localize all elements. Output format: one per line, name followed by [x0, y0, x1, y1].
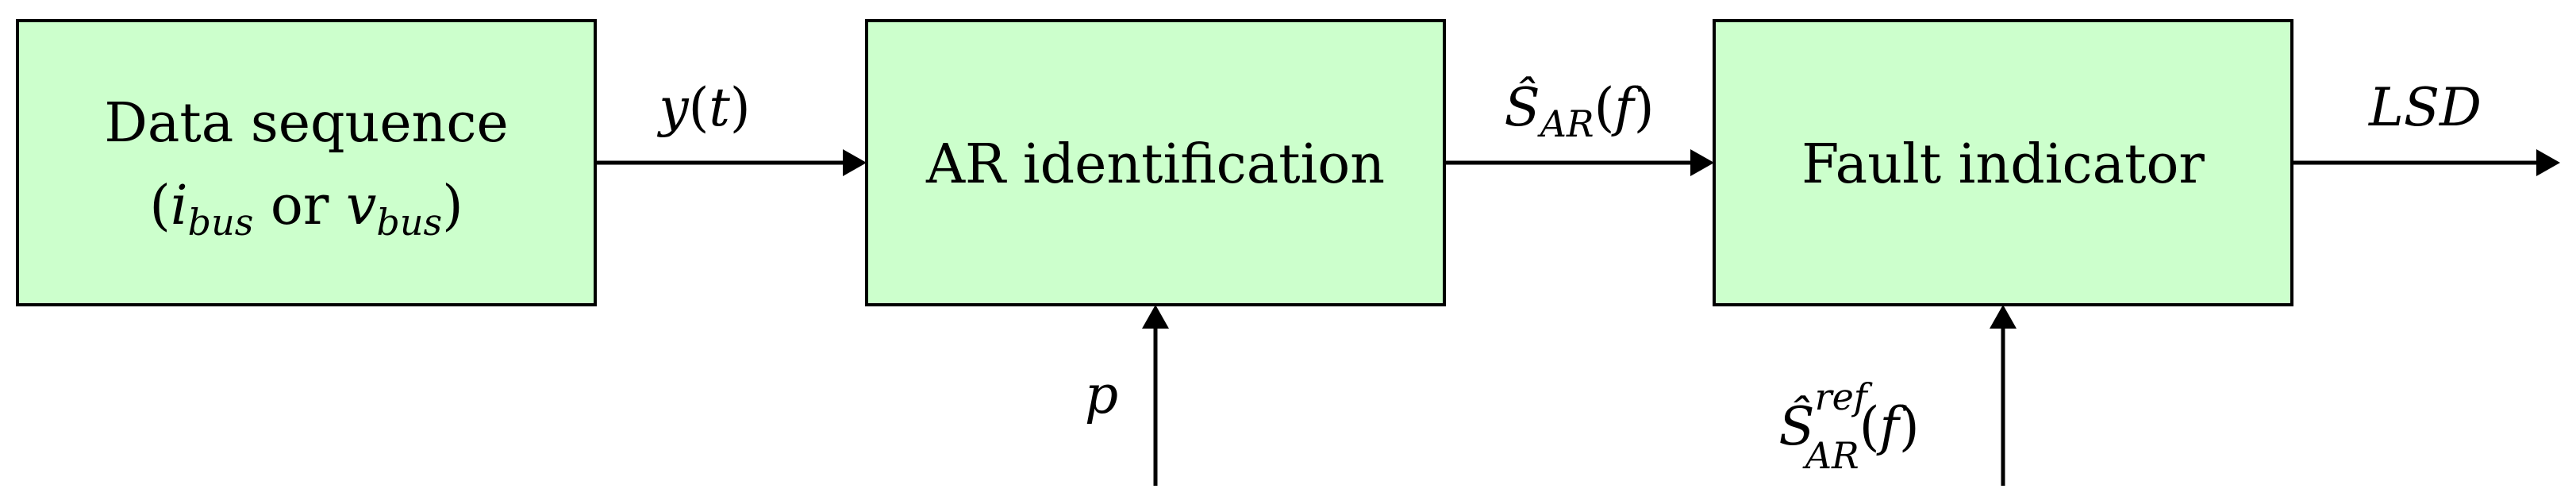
data-sequence-block [16, 19, 597, 306]
ar-identification-label: AR identification [925, 133, 1385, 196]
arrow-lsd-head [2536, 149, 2560, 176]
data-sequence-label: Data sequence [104, 92, 508, 155]
fault-indicator-label: Fault indicator [1801, 133, 2205, 196]
arrow-p-head [1142, 305, 1169, 329]
arrow-y-head [843, 149, 867, 176]
data-sequence-subtitle: (ibus or vbus) [149, 175, 463, 244]
signal-s-ar-label: ŜAR(f) [1504, 76, 1654, 145]
signal-p-label: p [1085, 364, 1118, 425]
arrow-s-ar-head [1690, 149, 1714, 176]
signal-y-label: y(t) [656, 77, 750, 138]
fault-indicator-block [1713, 19, 2293, 306]
signal-lsd-label: LSD [2368, 77, 2482, 138]
arrow-s-ref-head [1990, 305, 2017, 329]
